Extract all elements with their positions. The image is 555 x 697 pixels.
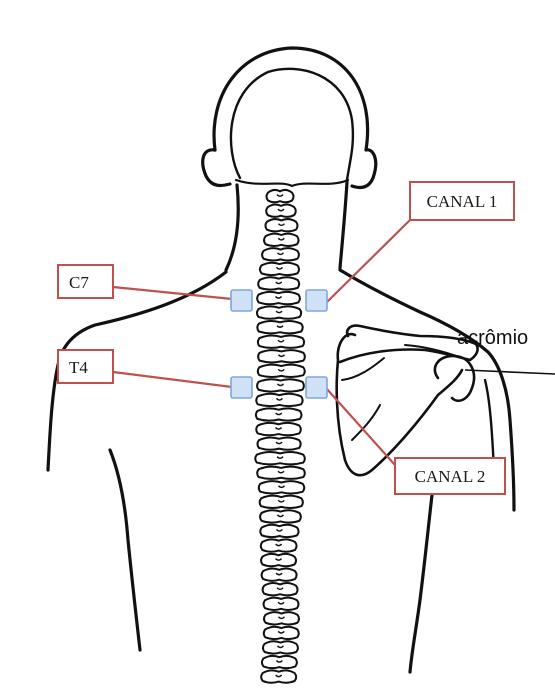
neck-right [340,182,347,268]
head-inner-line [231,69,353,180]
canal1-label-box: CANAL 1 [410,182,514,220]
neck-left [226,185,238,270]
acromion-label: acrômio [457,327,528,349]
spine [255,190,305,683]
canal2-label-box: CANAL 2 [395,458,505,494]
electrode-pad-t4-right [306,377,327,398]
electrode-pad-t4-left [231,377,252,398]
t4-label: T4 [69,358,88,377]
acromion-pointer-line [465,370,555,374]
t4-leader-line [113,372,232,387]
canal2-label: CANAL 2 [415,467,486,486]
c7-label-box: C7 [58,265,113,298]
t4-label-box: T4 [58,350,113,383]
canal1-label: CANAL 1 [427,192,498,211]
c7-label: C7 [69,273,89,292]
neck-hairline [236,180,348,186]
right-arm-inner [485,380,494,470]
canal2-leader-line [326,388,395,465]
left-ear [203,150,230,186]
scapula-medial-inner [342,358,384,380]
c7-leader-line [113,287,232,299]
electrode-pad-c7-right [306,290,327,311]
right-back-line [410,495,432,672]
scapula-outline [337,334,462,475]
electrode-pad-c7-left [231,290,252,311]
left-back-line [110,450,140,650]
